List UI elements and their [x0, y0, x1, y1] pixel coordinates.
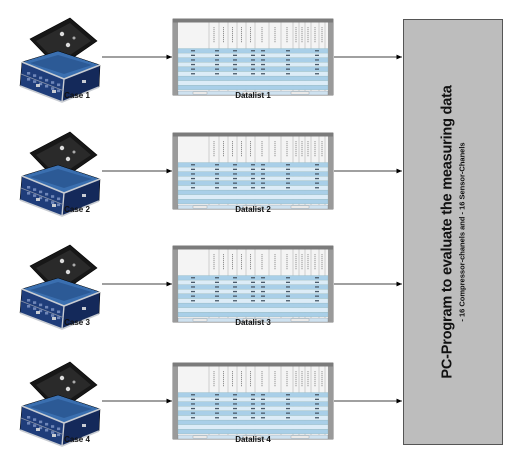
measuring-case-3	[19, 244, 101, 330]
case-block-2	[19, 131, 402, 217]
datalist-2	[172, 132, 334, 210]
knob-icon	[59, 31, 65, 37]
knob-icon	[59, 258, 65, 264]
pc-program-title: PC-Program to evaluate the measuring dat…	[439, 85, 456, 379]
case-block-1	[19, 17, 402, 103]
case-block-3	[19, 244, 402, 330]
datalist-label: Datalist 2	[235, 205, 271, 214]
case-label: Case 4	[64, 435, 90, 444]
knob-icon	[65, 269, 71, 275]
knob-icon	[65, 156, 71, 162]
pc-program-text: PC-Program to evaluate the measuring dat…	[440, 85, 467, 378]
measuring-case-2	[19, 131, 101, 217]
datalist-1	[172, 18, 334, 96]
case-block-4	[19, 361, 402, 447]
datalist-label: Datalist 1	[235, 91, 271, 100]
measuring-case-4	[19, 361, 101, 447]
case-label: Case 3	[64, 318, 90, 327]
knob-icon	[59, 375, 65, 381]
datalist-label: Datalist 4	[235, 435, 271, 444]
datalist-label: Datalist 3	[235, 318, 271, 327]
measuring-case-1	[19, 17, 101, 103]
case-label: Case 2	[64, 205, 90, 214]
knob-icon	[59, 145, 65, 151]
knob-icon	[65, 42, 71, 48]
pc-program-subtitle: - 16 Compressor-chanels and - 16 Sensor-…	[457, 142, 467, 322]
knob-icon	[65, 386, 71, 392]
case-label: Case 1	[64, 91, 90, 100]
datalist-3	[172, 245, 334, 323]
datalist-4	[172, 362, 334, 440]
pc-program-box: PC-Program to evaluate the measuring dat…	[403, 19, 503, 445]
